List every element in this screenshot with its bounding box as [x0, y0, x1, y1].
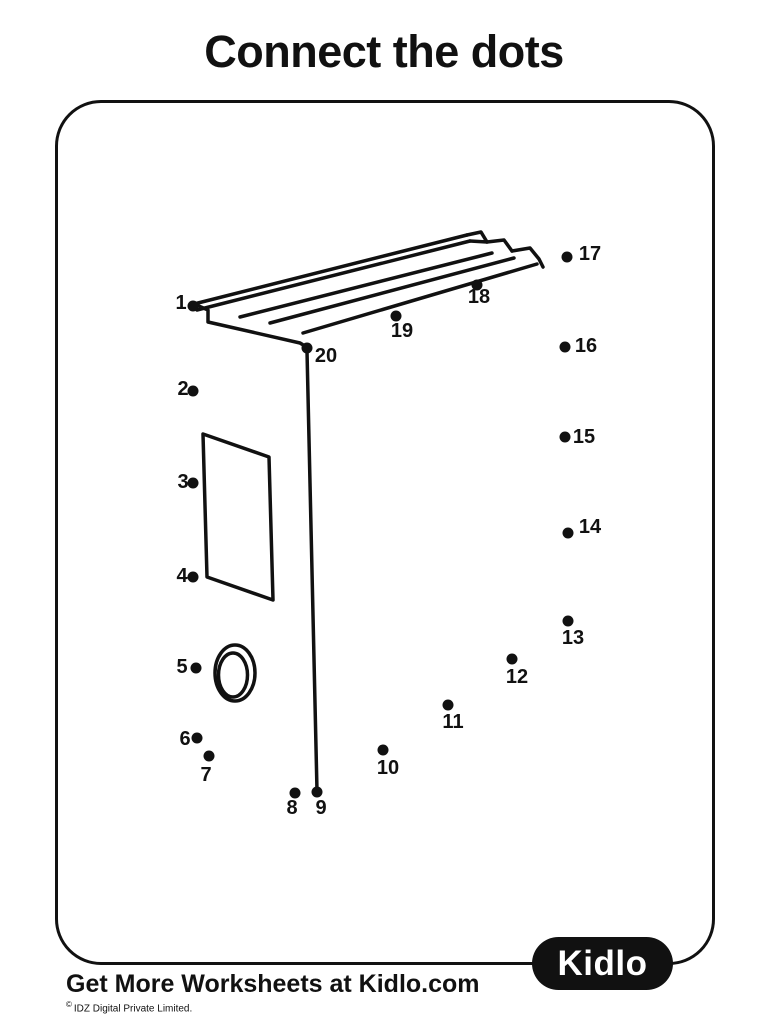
copyright-text: ©IDZ Digital Private Limited. — [66, 1000, 193, 1015]
copyright-symbol: © — [66, 1000, 72, 1009]
worksheet-frame — [55, 100, 715, 965]
kidlo-logo: Kidlo — [532, 937, 673, 990]
page-title: Connect the dots — [204, 26, 564, 77]
footer-text: Get More Worksheets at Kidlo.com — [66, 970, 480, 998]
